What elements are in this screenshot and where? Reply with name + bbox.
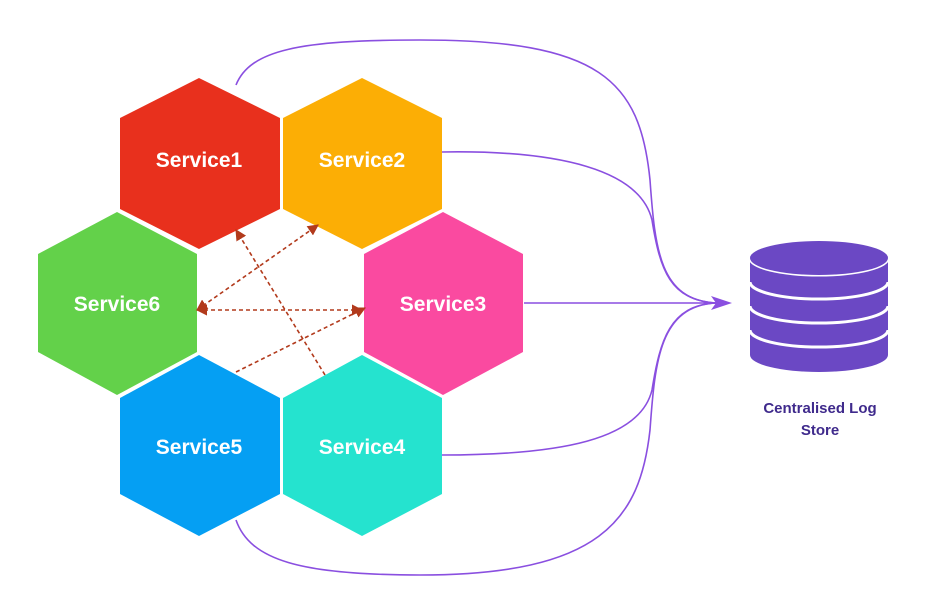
db-top (750, 241, 888, 275)
hex-service4: Service4 (283, 355, 442, 536)
database-icon (748, 239, 890, 372)
hex-service3-label: Service3 (400, 293, 486, 316)
hex-service2-shape (283, 78, 442, 249)
hex-service5: Service5 (120, 355, 280, 536)
log-flow-service5 (235, 302, 717, 576)
log-store-label: Centralised Log Store (730, 398, 910, 442)
link-service6-service2 (196, 224, 319, 311)
link-service4-service1 (235, 229, 326, 376)
hex-service2: Service2 (283, 78, 442, 249)
service-links (195, 224, 367, 376)
hex-service1: Service1 (120, 78, 280, 249)
hex-service5-shape (120, 355, 280, 536)
hex-service6-shape (38, 212, 197, 395)
hex-service3: Service3 (364, 212, 523, 395)
hex-service1-label: Service1 (156, 149, 243, 172)
hex-service1-shape (120, 78, 280, 249)
link-service5-service3 (235, 307, 367, 373)
log-store-label-line1: Centralised Log (763, 400, 877, 417)
hex-service2-label: Service2 (319, 149, 405, 172)
hex-service4-label: Service4 (319, 436, 406, 459)
hex-service6: Service6 (38, 212, 197, 395)
hex-service4-shape (283, 355, 442, 536)
log-store-label-line2: Store (800, 422, 840, 439)
hex-service5-label: Service5 (156, 436, 243, 459)
hex-service3-shape (364, 212, 523, 395)
log-flow-lines (235, 39, 717, 576)
log-flow-service2 (441, 151, 717, 304)
hex-service6-label: Service6 (74, 293, 160, 316)
log-flow-arrowhead (711, 296, 732, 310)
